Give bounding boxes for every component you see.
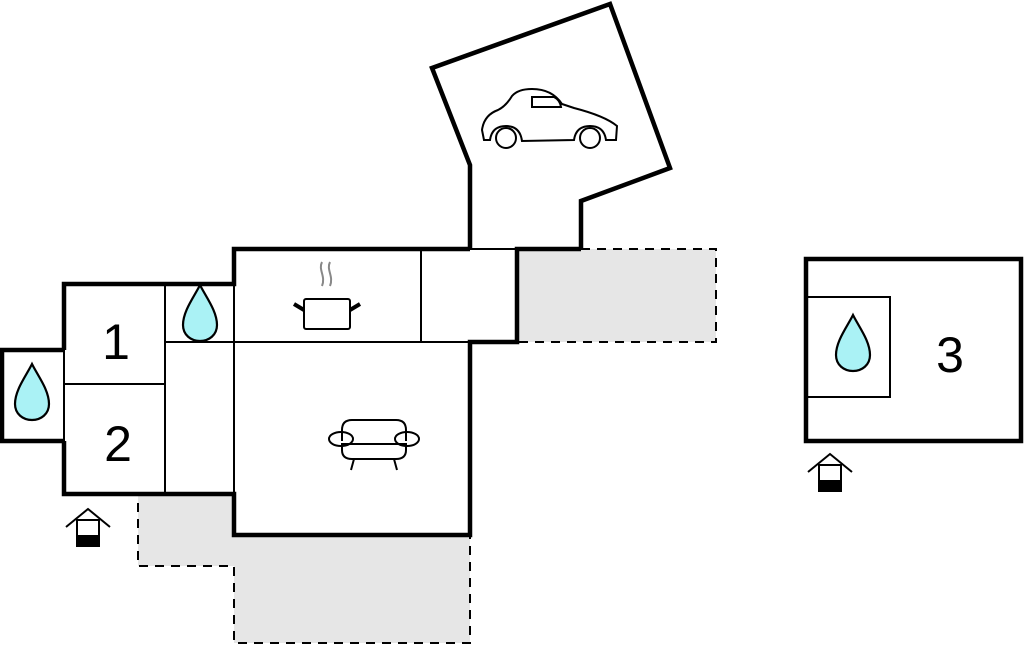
terrace-south	[137, 493, 471, 644]
living-sofa-icon	[328, 419, 420, 471]
main-building	[0, 1, 673, 538]
kitchen-pot-icon	[292, 261, 362, 330]
room-label-2: 2	[104, 416, 132, 472]
room-label-1: 1	[102, 314, 130, 370]
entrance-icon	[807, 453, 853, 492]
terrace-east	[516, 248, 717, 343]
bathroom-drop-icon	[834, 313, 872, 373]
room-label-3: 3	[936, 327, 964, 383]
entrance-icon	[65, 508, 111, 547]
annex-building	[803, 256, 1024, 444]
carport-car-icon	[480, 87, 619, 149]
